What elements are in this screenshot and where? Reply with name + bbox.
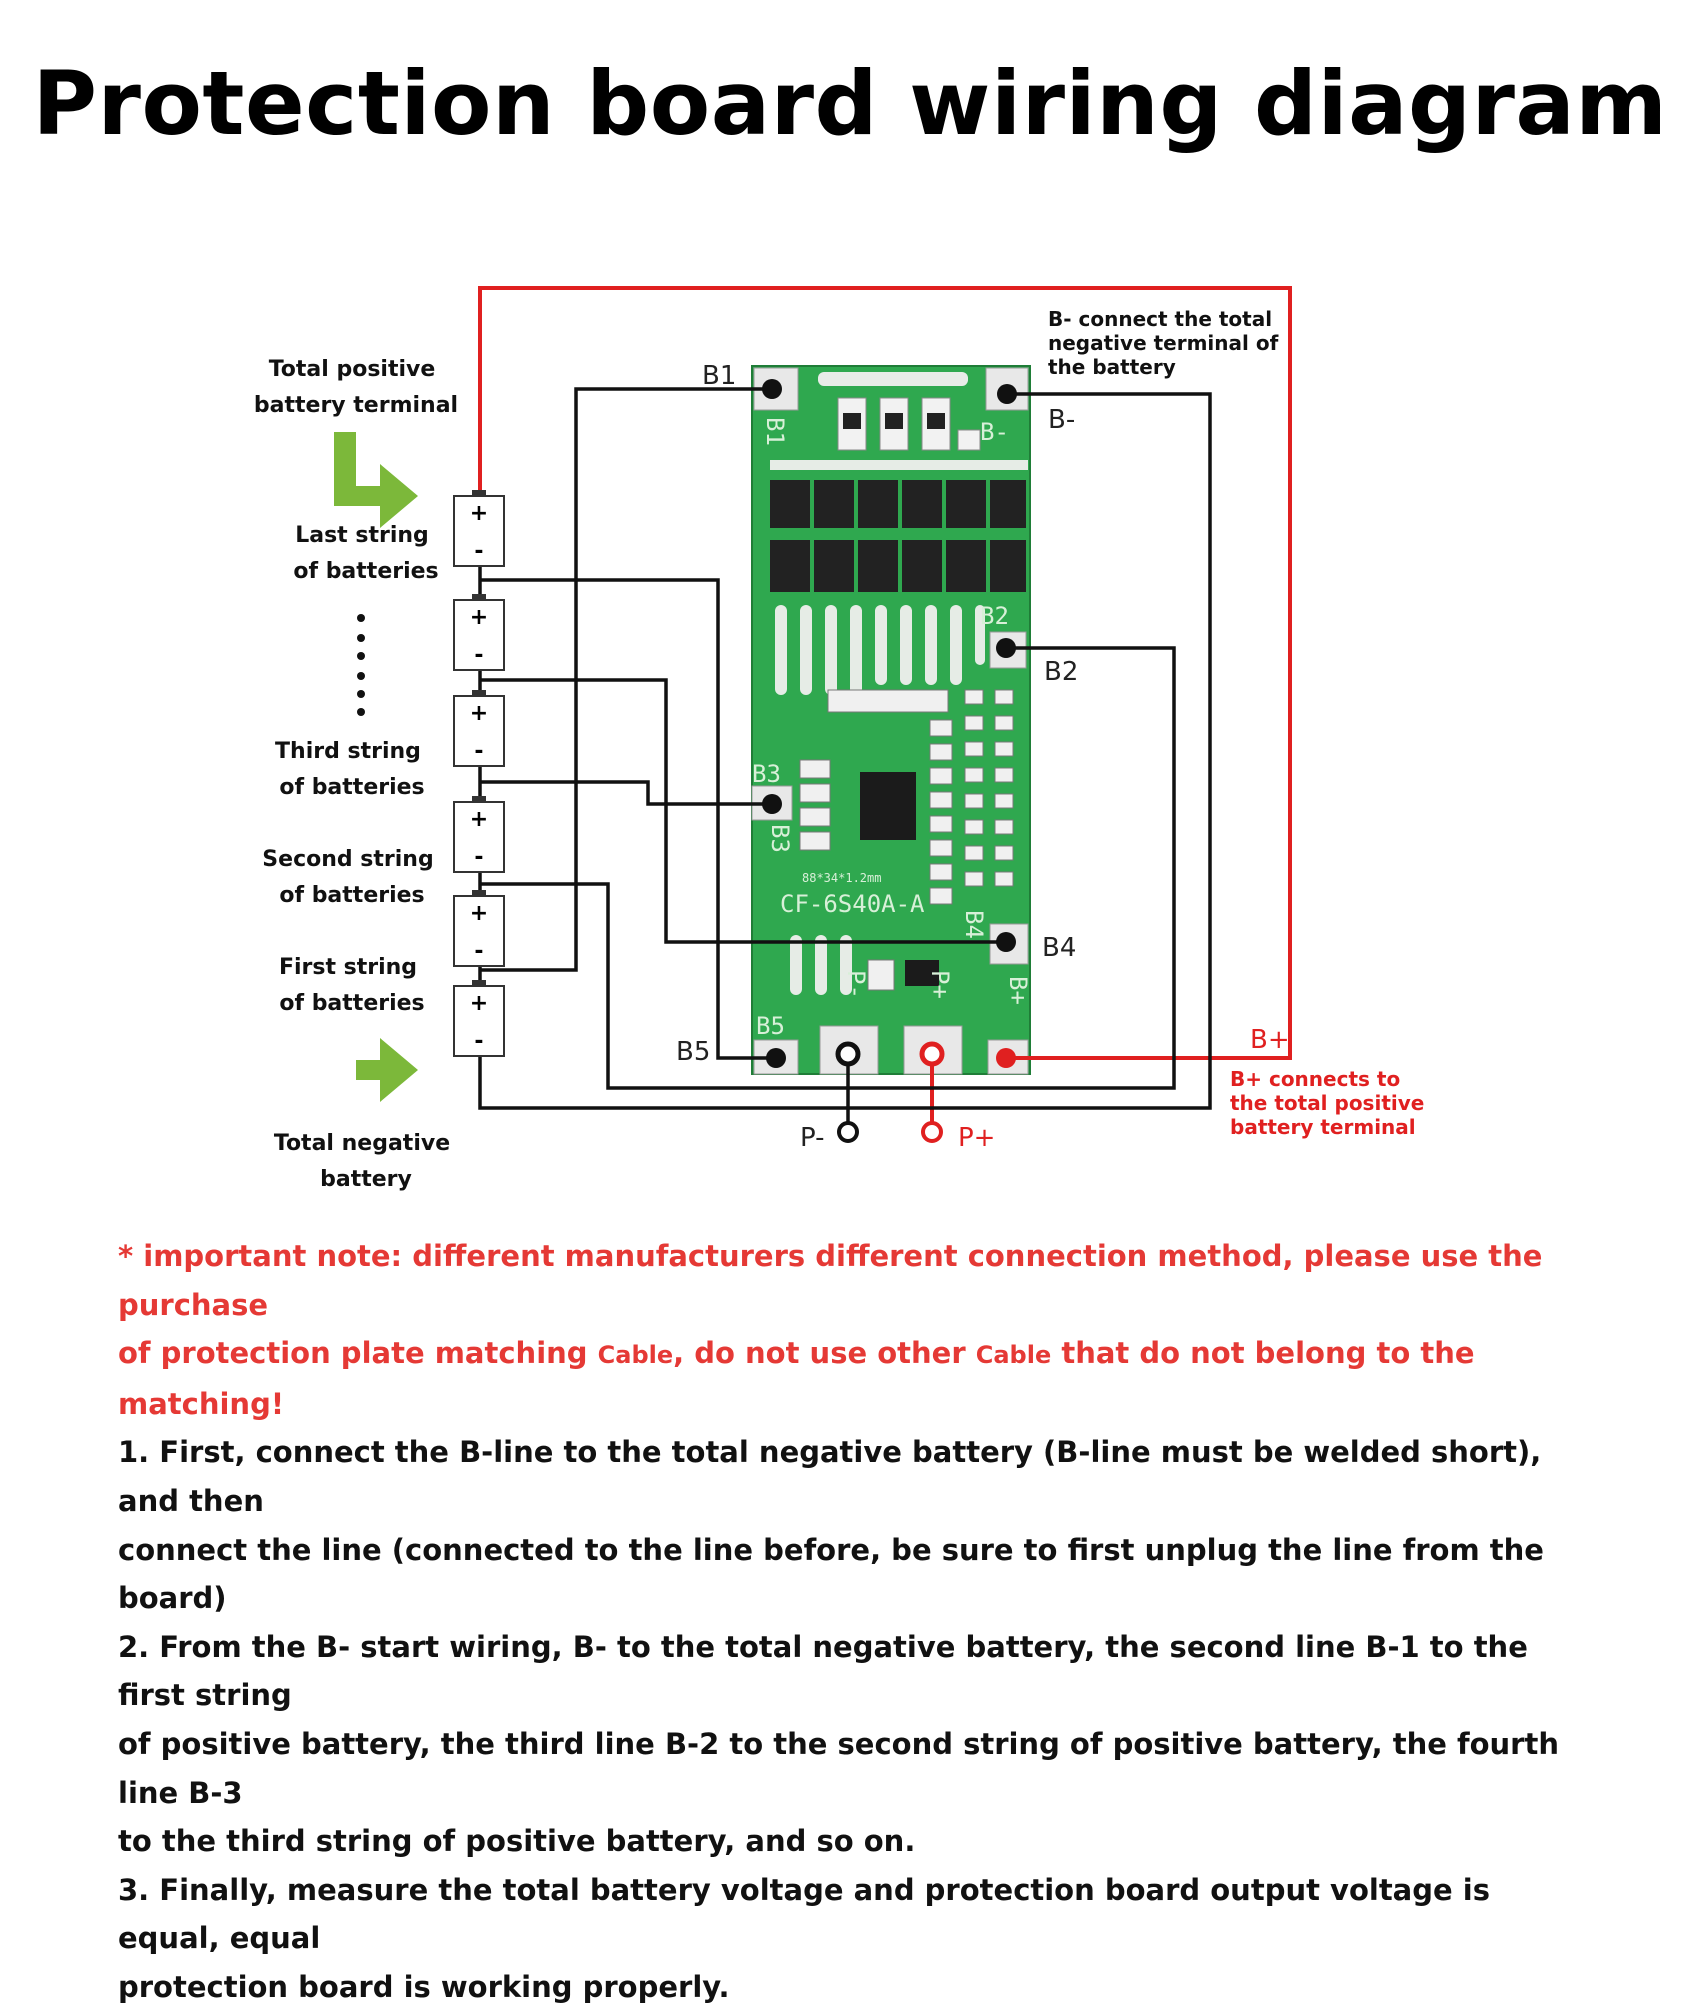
svg-text:battery: battery bbox=[320, 1167, 412, 1192]
svg-text:P-: P- bbox=[842, 970, 870, 999]
svg-text:+: + bbox=[470, 901, 488, 926]
red-wire-b-plus bbox=[478, 286, 1292, 1060]
svg-text:-: - bbox=[474, 1029, 483, 1054]
battery-cell: + - bbox=[453, 890, 505, 967]
step-2: 2. From the B- start wiring, B- to the t… bbox=[118, 1629, 1528, 1713]
label-b-minus: B- bbox=[1048, 405, 1075, 435]
wire-b3 bbox=[480, 780, 772, 806]
ellipsis-dots bbox=[357, 614, 365, 716]
annotation-b-minus: B- connect the total negative terminal o… bbox=[1048, 307, 1279, 379]
step-1: 1. First, connect the B-line to the tota… bbox=[118, 1435, 1542, 1518]
svg-text:B-: B- bbox=[980, 418, 1009, 446]
svg-text:88*34*1.2mm: 88*34*1.2mm bbox=[802, 871, 881, 885]
svg-text:-: - bbox=[474, 539, 483, 564]
svg-text:battery terminal: battery terminal bbox=[254, 393, 458, 418]
label-b2: B2 bbox=[1044, 657, 1078, 687]
arrow-down-right-icon bbox=[334, 432, 418, 528]
label-b1: B1 bbox=[702, 361, 736, 391]
svg-text:battery terminal: battery terminal bbox=[1230, 1115, 1416, 1139]
wire-b2 bbox=[480, 646, 1176, 1090]
important-note: * important note: different manufacturer… bbox=[118, 1239, 1543, 1322]
battery-labels: Total positive battery terminal Last str… bbox=[254, 357, 458, 1192]
svg-text:B2: B2 bbox=[980, 602, 1009, 630]
silkscreen: B1 B- B2 B3 B3 B4 B5 P- P+ B+ CF-6S40A-A… bbox=[752, 417, 1032, 1040]
p-plus-terminal-icon bbox=[921, 1121, 943, 1143]
wires bbox=[478, 286, 1292, 1126]
p-minus-terminal-icon bbox=[837, 1121, 859, 1143]
mosfet-array bbox=[770, 480, 1026, 592]
svg-text:B- connect the total: B- connect the total bbox=[1048, 307, 1272, 331]
svg-text:B3: B3 bbox=[752, 760, 781, 788]
battery-cell: + - bbox=[453, 594, 505, 671]
svg-text:B5: B5 bbox=[756, 1012, 785, 1040]
label-total-positive: Total positive bbox=[269, 357, 436, 382]
arrow-up-right-icon bbox=[334, 1038, 418, 1106]
svg-text:B3: B3 bbox=[766, 824, 794, 853]
svg-text:the total positive: the total positive bbox=[1230, 1091, 1424, 1115]
svg-text:+: + bbox=[470, 501, 488, 526]
svg-text:B4: B4 bbox=[960, 910, 988, 939]
protection-board: B1 B- B2 B3 B3 B4 B5 P- P+ B+ CF-6S40A-A… bbox=[751, 365, 1032, 1075]
svg-text:+: + bbox=[470, 991, 488, 1016]
battery-cell: + - bbox=[453, 796, 505, 873]
important-note-continued: of protection plate matching Cable, do n… bbox=[118, 1336, 1475, 1421]
svg-text:-: - bbox=[474, 845, 483, 870]
page-title: Protection board wiring diagram bbox=[32, 52, 1668, 155]
wire-b4 bbox=[480, 678, 1006, 944]
label-p-plus: P+ bbox=[958, 1123, 995, 1153]
step-2-continued: of positive battery, the third line B-2 … bbox=[118, 1726, 1559, 1810]
wire-b-minus bbox=[478, 392, 1212, 1110]
svg-text:of batteries: of batteries bbox=[279, 991, 424, 1016]
label-last-string: Last string bbox=[295, 523, 429, 548]
svg-text:+: + bbox=[470, 701, 488, 726]
label-second-string: Second string bbox=[262, 847, 433, 872]
svg-text:B1: B1 bbox=[761, 417, 789, 446]
label-b-plus: B+ bbox=[1250, 1025, 1290, 1055]
svg-text:the battery: the battery bbox=[1048, 355, 1176, 379]
label-third-string: Third string bbox=[275, 739, 421, 764]
battery-cell: + - bbox=[453, 980, 505, 1057]
svg-text:-: - bbox=[474, 739, 483, 764]
label-b5: B5 bbox=[676, 1037, 710, 1067]
terminal-labels: B1 B- B2 B4 B5 B+ P- P+ bbox=[676, 361, 1290, 1153]
label-b4: B4 bbox=[1042, 933, 1076, 963]
pad-b4 bbox=[989, 923, 1029, 965]
svg-text:negative terminal of: negative terminal of bbox=[1048, 331, 1279, 355]
label-total-negative: Total negative bbox=[274, 1131, 450, 1156]
control-ic bbox=[860, 772, 916, 840]
svg-text:of batteries: of batteries bbox=[293, 559, 438, 584]
svg-text:+: + bbox=[470, 807, 488, 832]
annotation-b-plus: B+ connects to the total positive batter… bbox=[1230, 1067, 1424, 1139]
step-1-continued: connect the line (connected to the line … bbox=[118, 1532, 1544, 1616]
smd-resistors-top bbox=[837, 397, 981, 451]
svg-text:CF-6S40A-A: CF-6S40A-A bbox=[780, 890, 925, 918]
label-first-string: First string bbox=[279, 955, 417, 980]
step-3-continued: protection board is working properly. bbox=[118, 1969, 730, 2004]
sense-traces bbox=[775, 605, 985, 695]
svg-text:-: - bbox=[474, 643, 483, 668]
battery-stack: + - + - + - + - + - bbox=[453, 490, 505, 1057]
battery-cell: + - bbox=[453, 490, 505, 567]
step-2-end: to the third string of positive battery,… bbox=[118, 1824, 916, 1859]
terminal-dots bbox=[762, 379, 1017, 1143]
svg-text:B+ connects to: B+ connects to bbox=[1230, 1067, 1400, 1091]
svg-text:+: + bbox=[470, 605, 488, 630]
svg-text:P+: P+ bbox=[926, 970, 954, 999]
label-p-minus: P- bbox=[800, 1123, 825, 1153]
battery-cell: + - bbox=[453, 690, 505, 767]
step-3: 3. Finally, measure the total battery vo… bbox=[118, 1872, 1490, 1956]
wiring-diagram: B1 B- B2 B3 B3 B4 B5 P- P+ B+ CF-6S40A-A… bbox=[254, 286, 1424, 1192]
svg-text:B+: B+ bbox=[1004, 976, 1032, 1005]
svg-text:of batteries: of batteries bbox=[279, 883, 424, 908]
wire-b5 bbox=[480, 578, 776, 1060]
svg-text:-: - bbox=[474, 939, 483, 964]
instructions: * important note: different manufacturer… bbox=[118, 1232, 1598, 2012]
svg-text:of batteries: of batteries bbox=[279, 775, 424, 800]
